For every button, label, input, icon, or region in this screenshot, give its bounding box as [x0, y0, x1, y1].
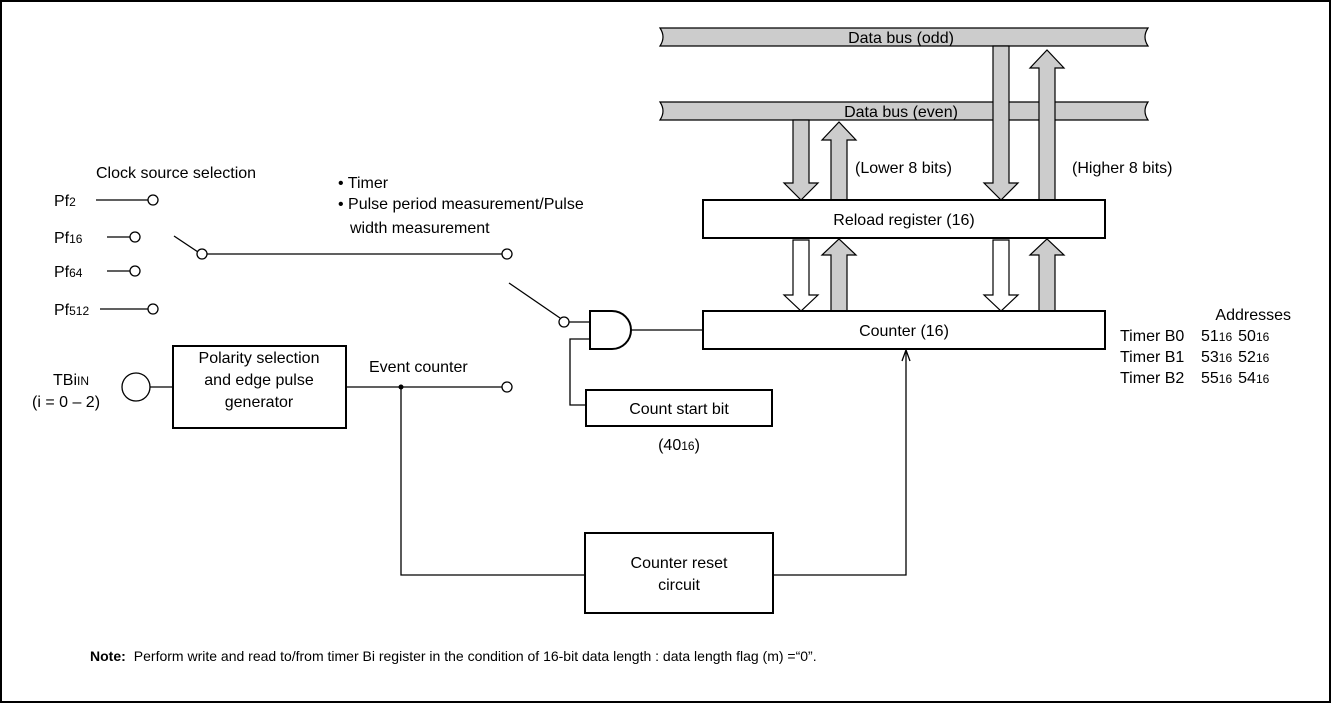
- reload-register-block: [702, 199, 1106, 239]
- clock-source-pf64-label: Pf64: [54, 264, 83, 281]
- clock-source-title: Clock source selection: [96, 165, 256, 182]
- counter-to-reload-arrow-high: [1028, 238, 1066, 312]
- reload-to-even-bus-arrow: [820, 121, 858, 201]
- count-start-bit-label: Count start bit: [629, 401, 729, 418]
- polarity-selection-block: [172, 345, 347, 429]
- tbiin-label: TBiIN: [53, 372, 89, 389]
- polarity-label-line3: generator: [225, 394, 294, 411]
- polarity-label-line1: Polarity selection: [199, 350, 320, 367]
- address-row-b0-timer: Timer B0: [1120, 328, 1184, 345]
- note-label: Note:: [90, 648, 126, 664]
- event-counter-label: Event counter: [369, 359, 468, 376]
- count-start-bit-address: (4016): [658, 437, 700, 454]
- and-gate: [589, 310, 632, 350]
- data-bus-odd: Data bus (odd): [658, 27, 1150, 47]
- data-bus-even-label: Data bus (even): [844, 104, 958, 121]
- note: Note: Perform write and read to/from time…: [90, 648, 817, 664]
- address-row-b1-timer: Timer B1: [1120, 349, 1184, 366]
- counter-block: [702, 310, 1106, 350]
- mode-pulse-label-line2: width measurement: [349, 220, 490, 237]
- clock-source-pf2-label: Pf2: [54, 193, 76, 210]
- data-bus-even: Data bus (even): [658, 101, 1150, 121]
- clock-source-pf2: Pf2: [54, 193, 159, 210]
- reload-to-odd-bus-arrow: [1028, 49, 1066, 201]
- counter-reset-circuit-block: [584, 532, 774, 614]
- clock-source-pf16: Pf16: [54, 230, 141, 247]
- mode-select-switch: [508, 282, 590, 328]
- mode-timer-label: • Timer: [338, 175, 389, 192]
- odd-bus-to-reload-arrow: [982, 45, 1020, 201]
- clock-source-pf16-label: Pf16: [54, 230, 83, 247]
- data-bus-odd-label: Data bus (odd): [848, 30, 954, 47]
- lower-8-bits-label: (Lower 8 bits): [855, 160, 952, 177]
- reload-to-counter-arrow-low: [782, 239, 820, 312]
- clock-source-pf64: Pf64: [54, 264, 141, 281]
- reset-arrowhead: [901, 348, 911, 362]
- clock-source-pf512-label: Pf512: [54, 302, 89, 319]
- count-start-bit-block: [585, 389, 773, 427]
- counter-label: Counter (16): [859, 323, 949, 340]
- reload-to-counter-arrow-high: [982, 239, 1020, 312]
- clock-select-switch: [173, 235, 513, 260]
- reload-register-label: Reload register (16): [833, 212, 974, 229]
- polarity-label-line2: and edge pulse: [204, 372, 314, 389]
- addresses-title: Addresses: [1215, 307, 1291, 324]
- counter-reset-label-line1: Counter reset: [631, 555, 728, 572]
- tbiin-input-terminal: [121, 372, 151, 402]
- even-bus-to-reload-arrow: [782, 119, 820, 201]
- higher-8-bits-label: (Higher 8 bits): [1072, 160, 1172, 177]
- mode-pulse-label-line1: • Pulse period measurement/Pulse: [338, 196, 584, 213]
- address-row-b2-timer: Timer B2: [1120, 370, 1184, 387]
- reset-output-wire: [773, 351, 907, 576]
- clock-source-pf512: Pf512: [54, 302, 159, 319]
- reset-input-wire: [400, 387, 585, 576]
- event-counter-terminal: [501, 381, 513, 393]
- counter-reset-label-line2: circuit: [658, 577, 700, 594]
- note-text: Perform write and read to/from timer Bi …: [134, 648, 817, 664]
- count-start-to-gate-wire: [569, 338, 590, 406]
- tbiin-range-label: (i = 0 – 2): [32, 394, 100, 411]
- counter-to-reload-arrow-low: [820, 238, 858, 312]
